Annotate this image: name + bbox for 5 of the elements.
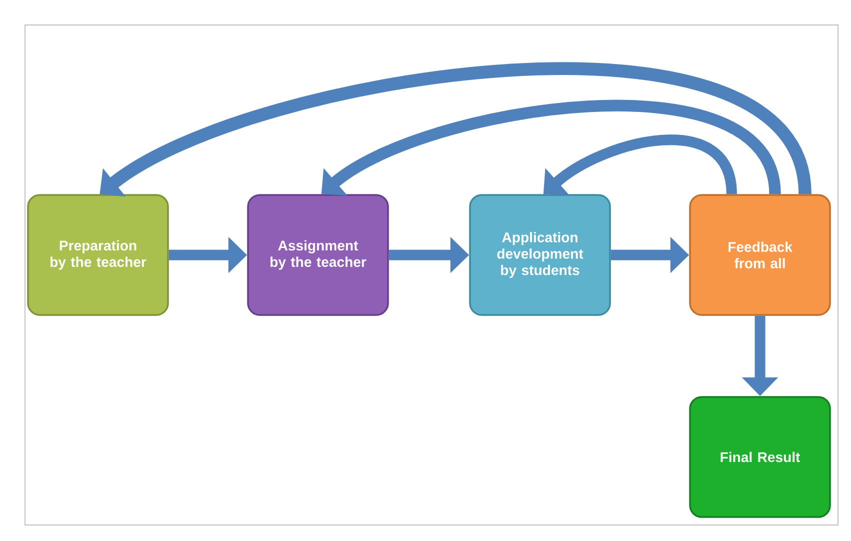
process-box: Assignment by the teacher [247, 194, 389, 316]
process-box: Preparation by the teacher [27, 194, 169, 316]
process-box: Feedback from all [689, 194, 831, 316]
process-box: Application development by students [469, 194, 611, 316]
process-box: Final Result [689, 396, 831, 518]
